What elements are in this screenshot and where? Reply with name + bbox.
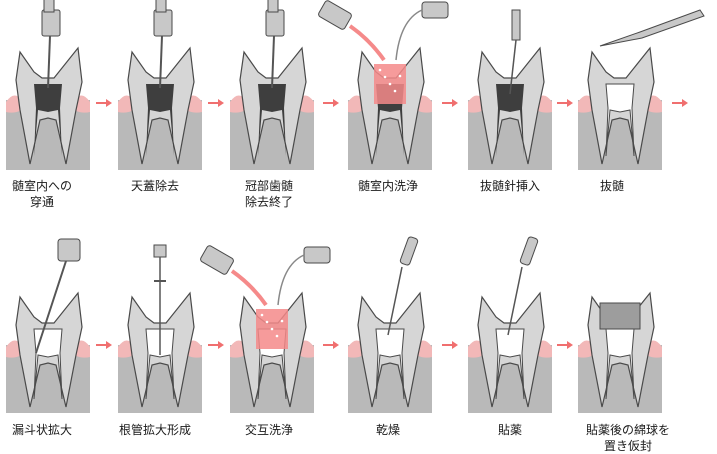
step-arrow — [96, 99, 112, 107]
arrow-head — [452, 341, 458, 349]
step-arrow — [557, 99, 573, 107]
step-arrow — [208, 99, 224, 107]
suction-syringe-right — [304, 247, 330, 263]
handpiece-neck — [268, 0, 278, 12]
tooth-step-3 — [230, 0, 314, 170]
bubble — [384, 76, 387, 79]
tooth-step-10 — [348, 236, 432, 413]
bubble — [261, 314, 264, 317]
arrow-head — [106, 99, 112, 107]
tooth-step-7 — [6, 239, 90, 413]
step-caption-10: 乾燥 — [333, 422, 443, 438]
handpiece-head — [266, 10, 284, 36]
bubble — [276, 335, 279, 338]
barbed-broach — [600, 10, 704, 46]
handpiece-head — [42, 10, 60, 36]
syringe-barrel — [400, 236, 419, 266]
bubble — [266, 321, 269, 324]
irrigation-syringe-left — [318, 0, 353, 30]
step-caption-4: 髄室内洗浄 — [333, 178, 443, 194]
step-arrow — [672, 99, 688, 107]
file-handle — [512, 10, 520, 40]
suction-syringe-right — [422, 2, 448, 18]
step-caption-6: 抜髄 — [557, 178, 667, 194]
step-arrow — [442, 341, 458, 349]
step-arrow — [96, 341, 112, 349]
reamer-handle — [154, 245, 166, 257]
irrigation-syringe-left — [200, 245, 235, 276]
bubble — [389, 83, 392, 86]
bubble — [271, 328, 274, 331]
tooth-step-8 — [118, 245, 202, 413]
step-arrow — [442, 99, 458, 107]
handpiece-neck — [156, 0, 166, 12]
tooth-step-9 — [200, 245, 330, 413]
bubble — [379, 69, 382, 72]
arrow-head — [682, 99, 688, 107]
step-arrow — [323, 341, 339, 349]
bubble — [399, 75, 402, 78]
tooth-step-1 — [6, 0, 90, 170]
irrigant-stream — [350, 26, 384, 60]
arrow-head — [452, 99, 458, 107]
bubble — [281, 320, 284, 323]
step-caption-5: 抜髄針挿入 — [455, 178, 565, 194]
tooth-step-5 — [468, 10, 552, 170]
handpiece-head — [154, 10, 172, 36]
arrow-head — [218, 341, 224, 349]
step-arrow — [323, 99, 339, 107]
tooth-step-11 — [468, 236, 552, 413]
tooth-step-12 — [578, 293, 662, 413]
temporary-seal — [600, 303, 640, 329]
tooth-step-2 — [118, 0, 202, 170]
arrow-head — [106, 341, 112, 349]
step-caption-2: 天蓋除去 — [100, 178, 210, 194]
step-caption-7: 漏斗状拡大 — [0, 422, 97, 438]
bubble — [394, 90, 397, 93]
arrow-head — [567, 341, 573, 349]
step-arrow — [557, 341, 573, 349]
step-caption-11: 貼薬 — [455, 422, 565, 438]
tooth-step-4 — [318, 0, 448, 170]
step-caption-3: 冠部歯髄 除去終了 — [214, 178, 324, 210]
step-arrow — [208, 341, 224, 349]
irrigant-stream — [232, 271, 266, 305]
arrow-head — [567, 99, 573, 107]
syringe-barrel — [520, 236, 539, 266]
arrow-head — [333, 341, 339, 349]
tooth-step-6 — [578, 10, 704, 170]
handpiece-head — [58, 239, 80, 261]
step-caption-9: 交互洗浄 — [214, 422, 324, 438]
arrow-head — [218, 99, 224, 107]
handpiece-neck — [44, 0, 54, 12]
step-caption-8: 根管拡大形成 — [100, 422, 210, 438]
step-caption-12: 貼薬後の綿球を 置き仮封 — [573, 422, 683, 454]
step-caption-1: 髄室内への 穿通 — [0, 178, 97, 210]
arrow-head — [333, 99, 339, 107]
